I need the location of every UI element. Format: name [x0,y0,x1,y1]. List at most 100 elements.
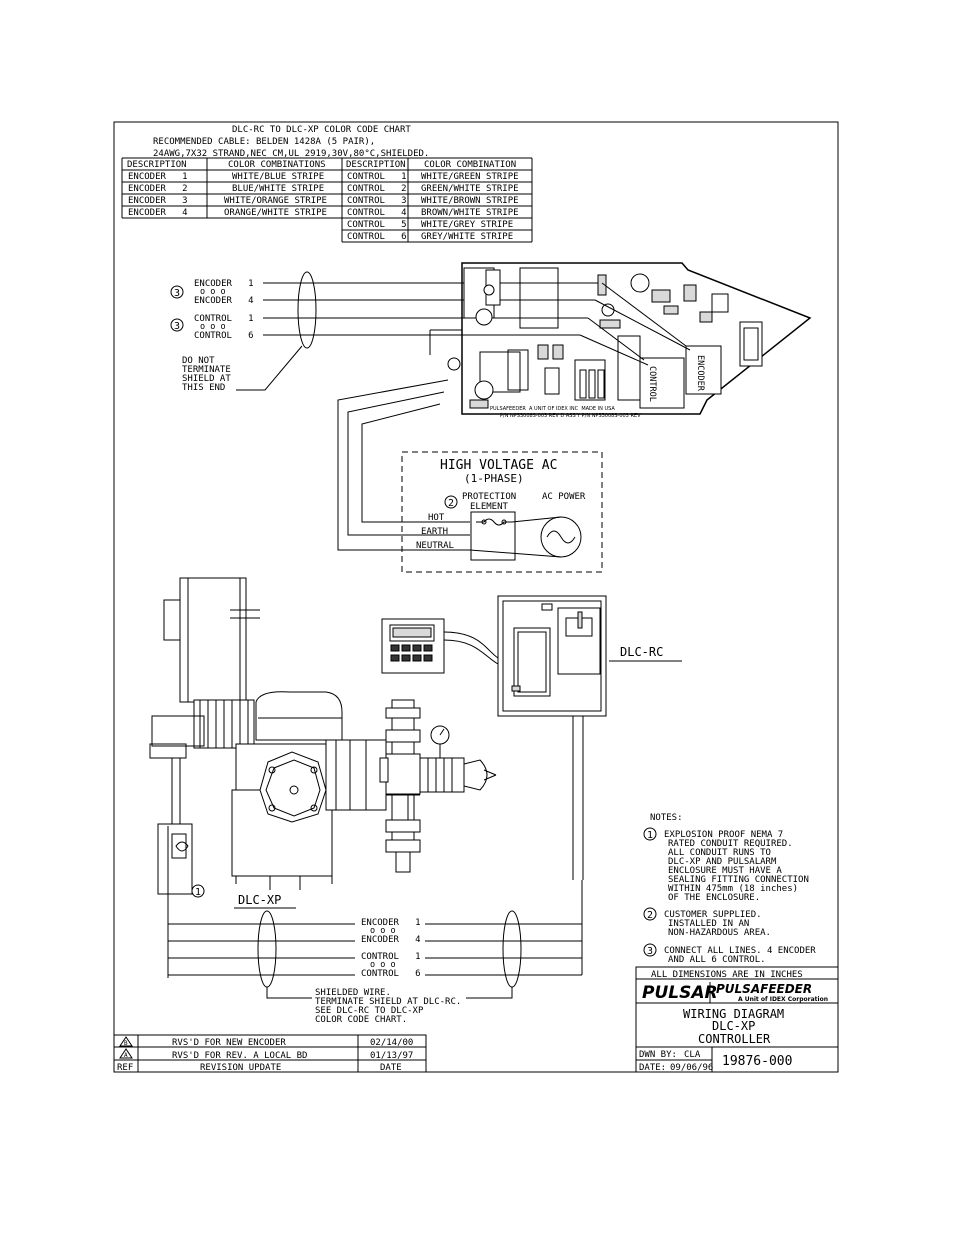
drawn-by-value: CLA [684,1050,701,1060]
right-row-desc: CONTROL 1 [347,172,407,182]
notes-block: NOTES: 1 EXPLOSION PROOF NEMA 7 RATED CO… [643,813,816,965]
note-3-line: CONNECT ALL LINES. 4 ENCODER [664,946,816,956]
right-row-desc: CONTROL 4 [347,208,407,218]
fuse-symbol [476,518,512,526]
title-block: ALL DIMENSIONS ARE IN INCHES PULSAR PULS… [635,966,839,1073]
hv-dashed-box [401,451,603,573]
bottom-control-last-label: CONTROL 6 [361,969,421,979]
left-row-color: WHITE/ORANGE STRIPE [224,196,327,206]
pulsafeeder-subtitle: A Unit of IDEX Corporation [738,996,828,1003]
left-row-desc: ENCODER 2 [128,184,188,194]
sheet-border [113,121,839,1073]
shielded-note-line: TERMINATE SHIELD AT DLC-RC. [315,997,461,1007]
left-row-color: ORANGE/WHITE STRIPE [224,208,327,218]
callout-3-number: 3 [174,288,180,299]
shielded-note-line: SEE DLC-RC TO DLC-XP [315,1006,424,1016]
cable-spec-line1: RECOMMENDED CABLE: BELDEN 1428A (5 PAIR)… [153,137,375,147]
pulsar-logo-text: PULSAR [642,983,718,1003]
neutral-label: NEUTRAL [416,541,454,551]
note-3-line: AND ALL 6 CONTROL. [668,955,766,965]
right-row-desc: CONTROL 3 [347,196,407,206]
right-row-color: BROWN/WHITE STRIPE [421,208,519,218]
callout-2-circle [444,495,458,509]
revision-update-header: REVISION UPDATE [200,1063,281,1073]
revision-ref-header: REF [117,1063,133,1073]
shield-note-line: SHIELD AT [182,374,231,384]
shield-note-line: DO NOT [182,356,215,366]
date-label: DATE: [639,1063,666,1073]
revision-description: RVS'D FOR REV. A LOCAL BD [172,1051,307,1061]
left-row-color: BLUE/WHITE STRIPE [232,184,324,194]
bottom-control-dots: o o o [370,960,396,970]
callout-2-number: 2 [448,498,454,509]
protection-element-box [470,511,516,561]
ac-power-label: AC POWER [542,492,586,502]
note-1-line: ENCLOSURE MUST HAVE A [668,866,782,876]
encoder-chip [685,345,722,395]
bottom-shield-ellipse-left [257,910,277,988]
earth-label: EARTH [421,527,448,537]
left-header-description: DESCRIPTION [127,160,187,170]
left-header-color: COLOR COMBINATIONS [228,160,326,170]
pump-motor [179,577,247,703]
top-encoder-first-label: ENCODER 1 [194,279,254,289]
encoder-chip-label: ENCODER [695,355,705,392]
revision-date: 01/13/97 [370,1051,413,1061]
title-line-3: CONTROLLER [698,1032,771,1046]
revision-date-header: DATE [380,1063,402,1073]
control-chip [639,357,685,409]
note-1-number: 1 [647,830,653,841]
left-row-desc: ENCODER 4 [128,208,188,218]
revision-triangle-icon [119,1036,133,1047]
top-control-dots: o o o [200,322,226,332]
chart-title: DLC-RC TO DLC-XP COLOR CODE CHART [232,125,411,135]
right-row-color: GREY/WHITE STRIPE [421,232,513,242]
title-line-2: DLC-XP [712,1019,755,1033]
dlc-xp-label: DLC-XP [238,893,281,907]
note-1-line: ALL CONDUIT RUNS TO [668,848,771,858]
color-code-chart: DLC-RC TO DLC-XP COLOR CODE CHART RECOMM… [121,125,533,243]
top-control-first-label: CONTROL 1 [194,314,254,324]
right-row-color: WHITE/GREEN STRIPE [421,172,519,182]
callout-3-number: 3 [174,321,180,332]
bottom-wire-bundle: ENCODER 1 o o o ENCODER 4 CONTROL 1 o o … [167,826,583,1025]
high-voltage-ac-block: HIGH VOLTAGE AC (1-PHASE) 2 PROTECTION E… [401,451,603,573]
note-2-line: INSTALLED IN AN [668,919,749,929]
right-header-description: DESCRIPTION [346,160,406,170]
pump-head-octagon [259,751,327,823]
dlc-circuit-board: ENCODER CONTROL PULSAFEEDER A UNIT OF ID… [429,262,812,419]
top-control-last-label: CONTROL 6 [194,331,254,341]
dlc-rc-label: DLC-RC [620,645,663,659]
top-encoder-last-label: ENCODER 4 [194,296,254,306]
note-3-number: 3 [647,946,653,957]
right-header-color: COLOR COMBINATION [424,160,516,170]
right-row-desc: CONTROL 5 [347,220,407,230]
right-row-desc: CONTROL 6 [347,232,407,242]
left-row-color: WHITE/BLUE STRIPE [232,172,324,182]
keypad-screen [389,624,435,642]
top-wire-bundle: 3 ENCODER 1 o o o ENCODER 4 3 CONTROL 1 … [170,271,602,393]
right-row-color: WHITE/BROWN STRIPE [421,196,519,206]
shield-note-line: TERMINATE [182,365,231,375]
drawn-by-label: DWN BY: [639,1050,677,1060]
note-1-line: EXPLOSION PROOF NEMA 7 [664,830,783,840]
bottom-encoder-dots: o o o [370,926,396,936]
note-2-line: NON-HAZARDOUS AREA. [668,928,771,938]
bottom-encoder-last-label: ENCODER 4 [361,935,421,945]
board-silkscreen-2: P/N NPS3008S-003 REV D ASS'Y P/N NPS3008… [500,413,641,419]
shield-note-line: THIS END [182,383,225,393]
element-label: ELEMENT [470,502,509,512]
note-1-line: DLC-XP AND PULSALARM [668,857,777,867]
shielded-note-line: SHIELDED WIRE. [315,988,391,998]
notes-heading: NOTES: [650,813,683,823]
note-1-line: WITHIN 475mm (18 inches) [668,884,798,894]
note-1-line: SEALING FITTING CONNECTION [668,875,809,885]
pulsafeeder-logo-text: PULSAFEEDER [716,982,812,996]
revision-block: B RVS'D FOR NEW ENCODER 02/14/00 A RVS'D… [113,1034,427,1073]
bottom-control-first-label: CONTROL 1 [361,952,421,962]
cable-spec-line2: 24AWG,7X32 STRAND,NEC CM,UL 2919,30V,80°… [153,149,429,159]
board-silkscreen-1: PULSAFEEDER A UNIT OF IDEX INC MADE IN U… [490,406,615,412]
revision-triangle-icon [119,1048,133,1059]
dlc-rc-enclosure: DLC-RC [381,595,682,880]
